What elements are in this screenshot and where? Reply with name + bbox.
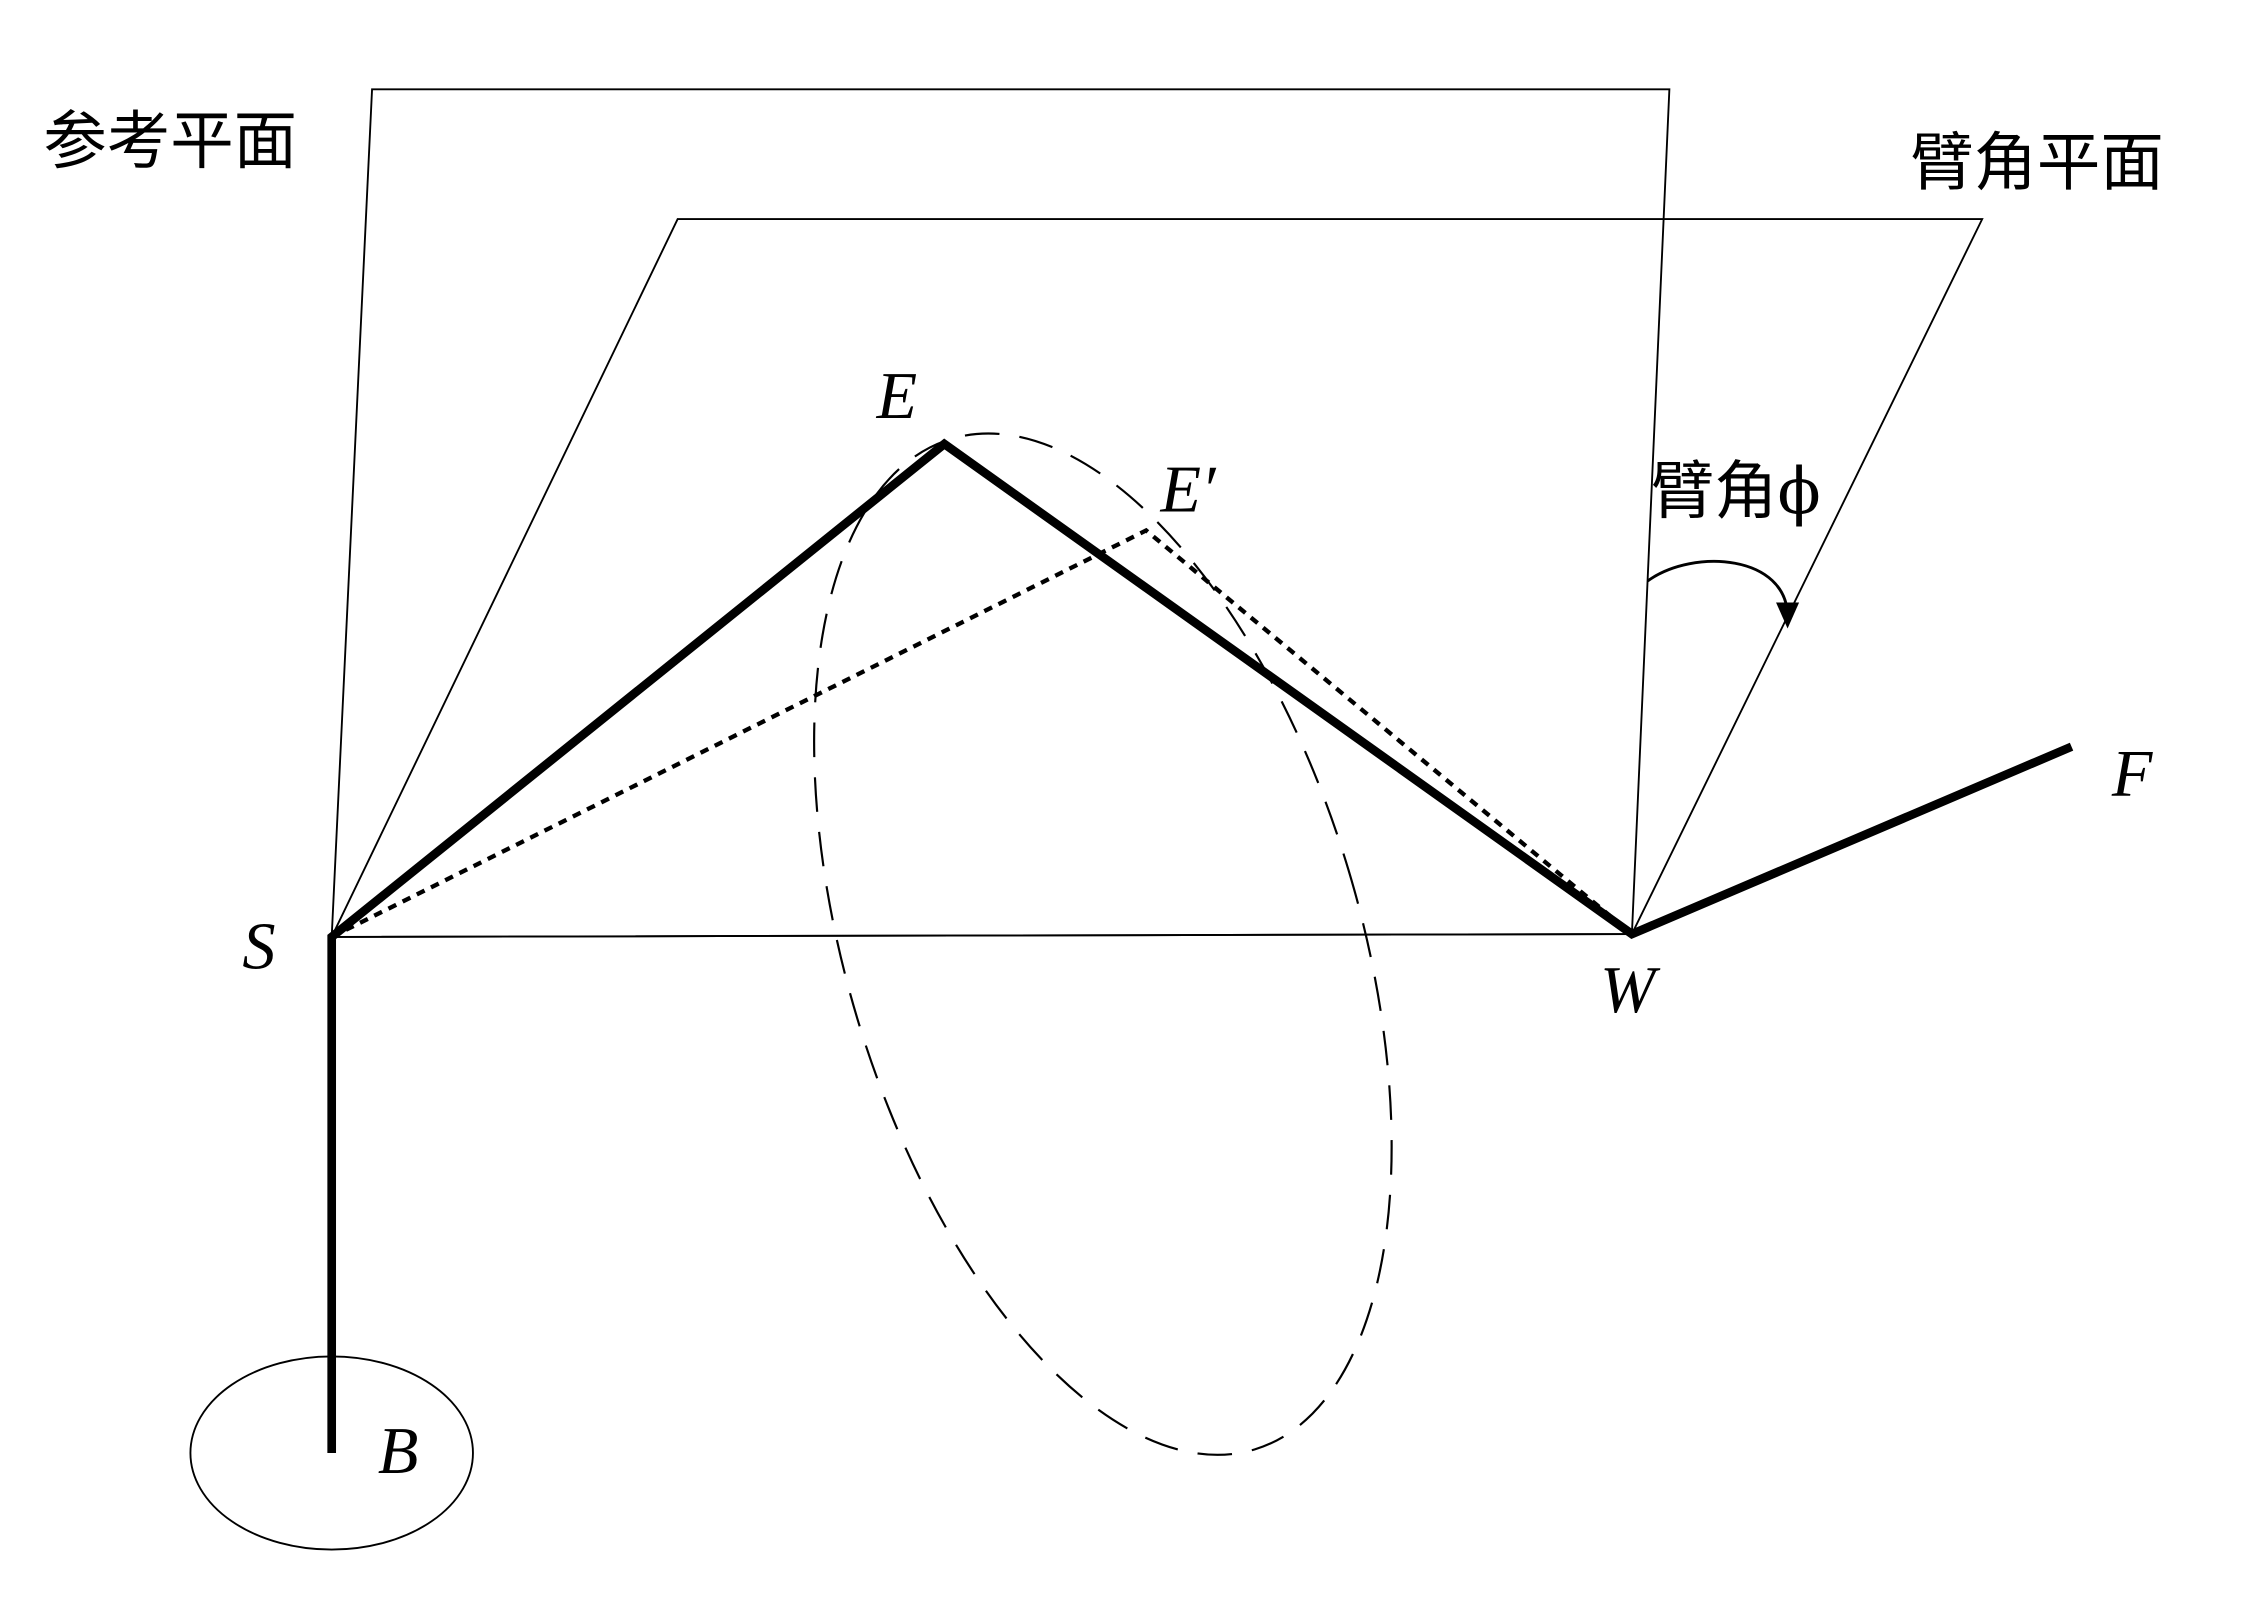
arm-angle-label: 臂角ϕ [1651, 454, 1821, 528]
reference-plane [330, 88, 1671, 938]
label-E-prime: E′ [1160, 454, 1217, 527]
label-W: W [1600, 954, 1661, 1027]
arm-angle-plane [330, 218, 1984, 938]
arm-angle-arrow [1646, 559, 1800, 629]
label-F: F [2111, 738, 2154, 811]
arm-angle-plane-label: 臂角平面 [1910, 126, 2164, 200]
elbow-circle-dashed [813, 432, 1393, 1456]
label-S: S [242, 911, 275, 984]
arm-links [327, 438, 2074, 1453]
alternate-arm-dotted [330, 527, 1634, 939]
label-B: B [378, 1415, 419, 1488]
reference-plane-label: 参考平面 [43, 104, 297, 178]
label-E: E [876, 360, 918, 433]
